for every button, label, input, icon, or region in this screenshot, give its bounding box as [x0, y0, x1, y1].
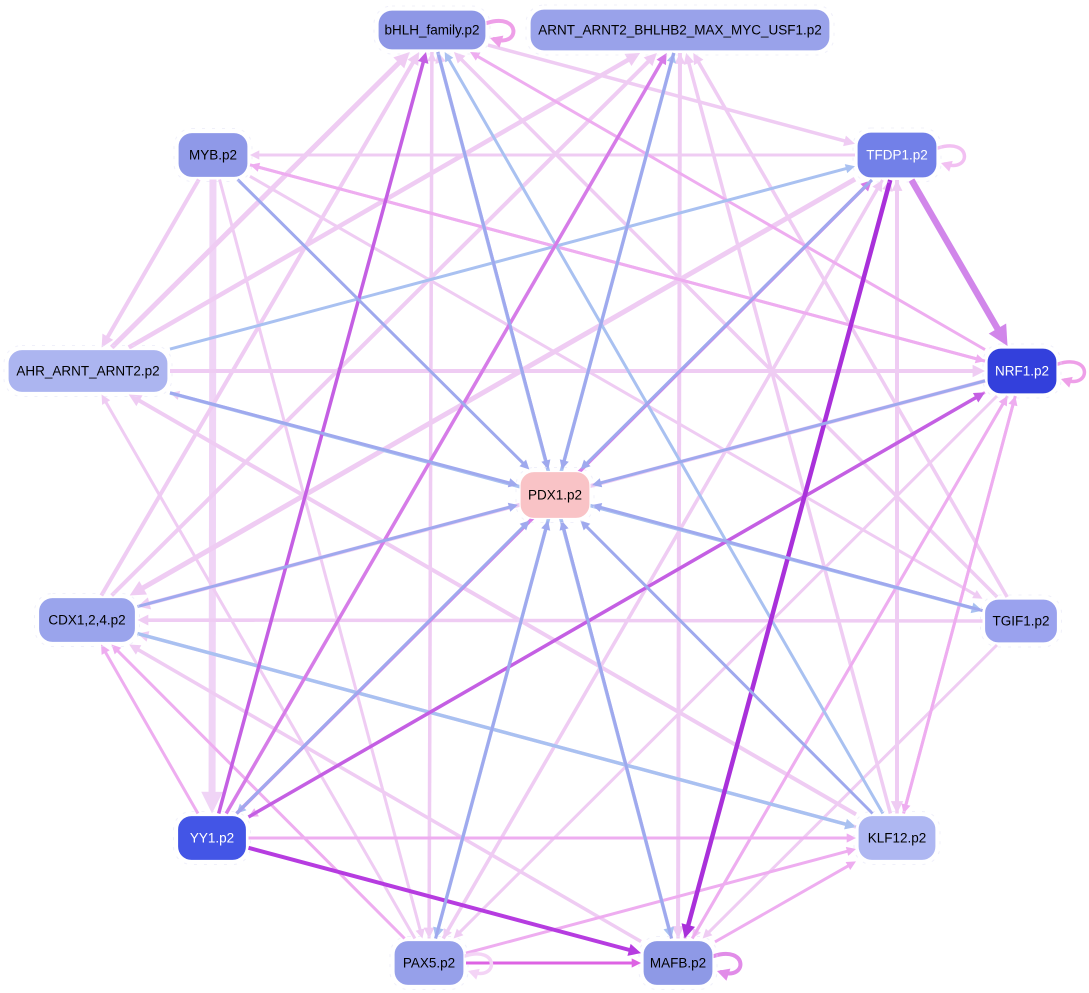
- node-bHLH[interactable]: bHLH_family.p2: [373, 5, 491, 55]
- edge-NRF1-PAX5: [453, 394, 999, 939]
- edge-CDX-bHLH: [99, 52, 420, 597]
- edge-MYB-NRF1: [249, 163, 985, 364]
- node-PAX5[interactable]: PAX5.p2: [389, 936, 469, 990]
- node-MYB[interactable]: MYB.p2: [173, 128, 253, 182]
- node-YY1[interactable]: YY1.p2: [173, 811, 251, 865]
- edge-MYB-TGIF1: [249, 175, 983, 599]
- node-MAFB[interactable]: MAFB.p2: [638, 936, 718, 990]
- self-loop-NRF1: [1056, 360, 1087, 388]
- edge-PAX5-MAFB: [466, 958, 641, 968]
- edge-KLF12-AHR: [128, 394, 857, 817]
- edge-TGIF1-ARNT: [693, 53, 1009, 598]
- edge-TGIF1-bHLH: [453, 52, 999, 599]
- edge-NRF1-PDX1: [592, 379, 986, 488]
- edge-CDX-KLF12: [137, 631, 856, 830]
- edge-PAX5-CDX: [111, 644, 406, 940]
- edge-TGIF1-PDX1: [592, 502, 983, 613]
- edge-MAFB-PDX1: [559, 520, 674, 939]
- edge-AHR-bHLH: [109, 52, 410, 350]
- self-loop-MAFB: [712, 952, 743, 981]
- self-loop-TFDP1: [936, 144, 967, 172]
- edge-YY1-KLF12: [248, 833, 856, 843]
- edge-YY1-CDX: [101, 644, 200, 815]
- node-TGIF1[interactable]: TGIF1.p2: [980, 594, 1062, 648]
- edge-bHLH-TFDP1: [487, 43, 855, 147]
- edge-bHLH-PDX1: [436, 51, 551, 470]
- edge-KLF12-PDX1: [580, 520, 874, 815]
- edge-TGIF1-MAFB: [702, 643, 998, 939]
- edge-TFDP1-MAFB: [681, 179, 893, 939]
- node-PDX1[interactable]: PDX1.p2: [515, 467, 595, 523]
- edge-YY1-NRF1: [247, 392, 985, 819]
- self-loop-bHLH: [485, 19, 516, 48]
- edge-NRF1-KLF12: [901, 395, 1017, 814]
- edge-AHR-TFDP1: [169, 164, 855, 351]
- self-loop-PAX5: [463, 952, 494, 980]
- node-KLF12[interactable]: KLF12.p2: [853, 811, 941, 865]
- edge-MYB-AHR: [101, 178, 201, 348]
- edge-ARNT-PDX1: [559, 52, 676, 470]
- edge-YY1-bHLH: [216, 52, 429, 814]
- edge-CDX-PDX1: [137, 502, 518, 608]
- edge-MAFB-KLF12: [714, 861, 856, 944]
- edge-PAX5-bHLH: [427, 52, 437, 939]
- edge-CDX-ARNT: [110, 53, 657, 597]
- edge-TFDP1-MYB: [250, 150, 855, 160]
- edge-KLF12-bHLH: [444, 52, 885, 815]
- edge-PAX5-KLF12: [465, 846, 856, 955]
- edge-AHR-PDX1: [169, 391, 518, 488]
- edge-TFDP1-NRF1: [908, 178, 1008, 346]
- edge-TGIF1-CDX: [137, 614, 983, 626]
- edge-AHR-ARNT: [127, 53, 641, 350]
- edge-NRF1-bHLH: [470, 52, 986, 351]
- edge-KLF12-TFDP1: [891, 180, 903, 814]
- edge-MAFB-ARNT: [674, 53, 686, 939]
- edge-MYB-PDX1: [236, 178, 530, 470]
- edge-KLF12-ARNT: [683, 53, 893, 814]
- edge-YY1-MAFB: [247, 845, 641, 956]
- node-TFDP1[interactable]: TFDP1.p2: [852, 127, 942, 183]
- edge-MYB-PAX5: [218, 179, 425, 939]
- node-NRF1[interactable]: NRF1.p2: [982, 343, 1062, 399]
- edge-YY1-ARNT: [224, 53, 667, 815]
- edge-MAFB-NRF1: [690, 396, 1008, 940]
- node-AHR[interactable]: AHR_ARNT_ARNT2.p2: [3, 345, 173, 397]
- edge-TFDP1-PAX5: [443, 179, 884, 939]
- edge-TFDP1-PDX1: [580, 178, 873, 470]
- edge-PAX5-PDX1: [434, 520, 551, 939]
- edge-TFDP1-CDX: [129, 176, 857, 596]
- edge-YY1-PDX1: [235, 520, 530, 815]
- node-ARNT[interactable]: ARNT_ARNT2_BHLHB2_MAX_MYC_USF1.p2: [525, 4, 835, 56]
- node-CDX[interactable]: CDX1,2,4.p2: [34, 593, 140, 647]
- edge-PAX5-AHR: [101, 394, 417, 940]
- edge-MAFB-CDX: [129, 644, 642, 944]
